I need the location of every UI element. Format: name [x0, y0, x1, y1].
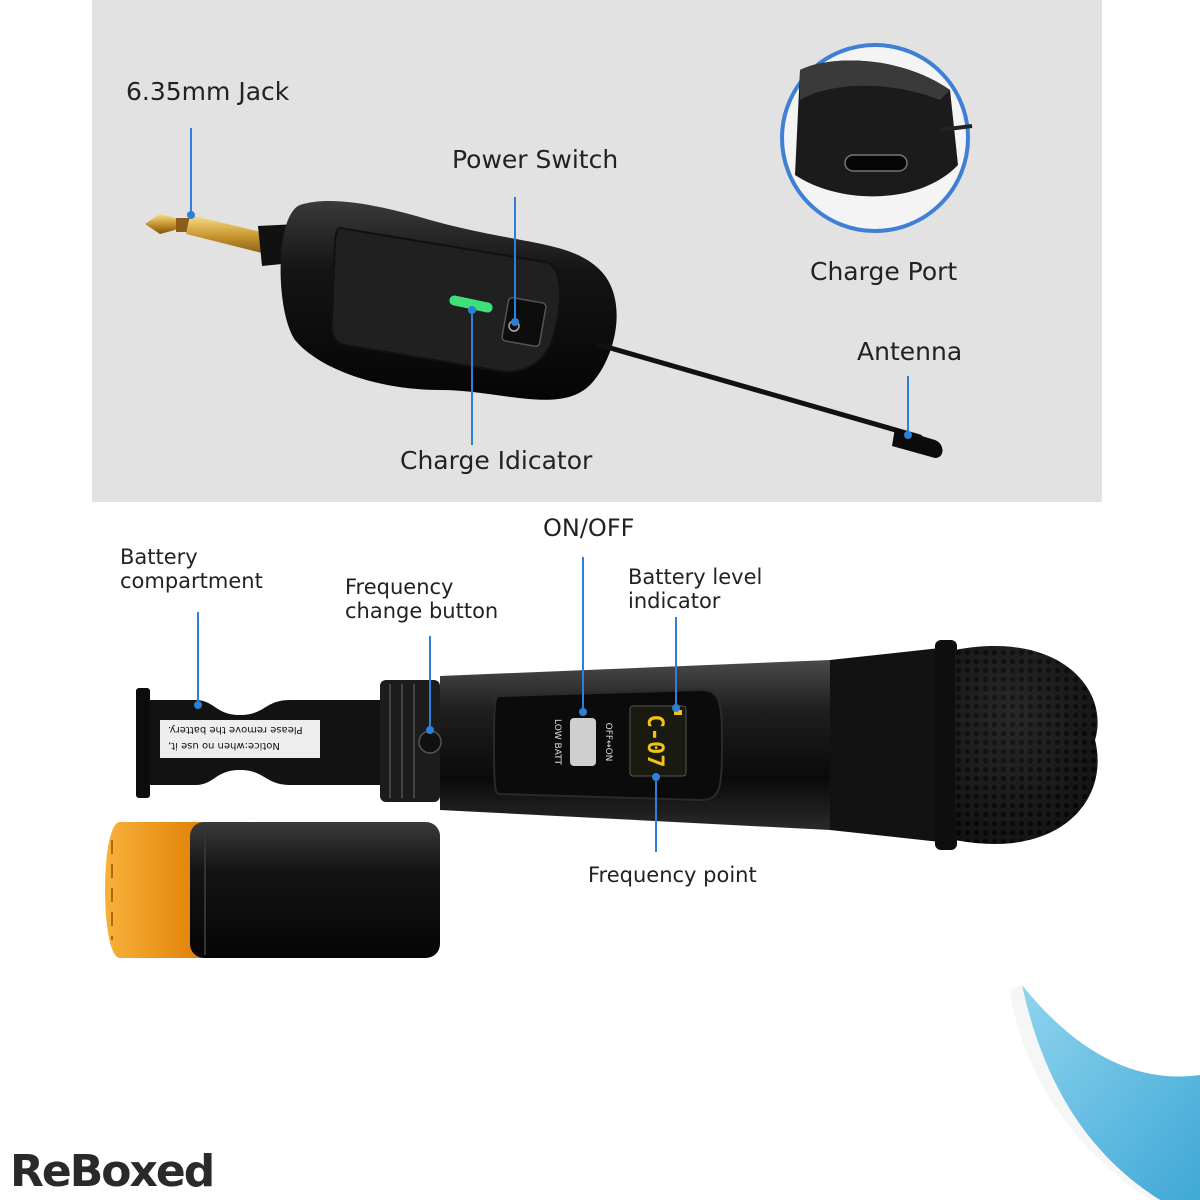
frequency-point-label: Frequency point	[588, 863, 757, 887]
battery-cap-tube	[105, 822, 440, 958]
receiver-body	[280, 200, 617, 400]
battery-compartment: Notice:when no use it, Please remove the…	[136, 688, 385, 798]
battery-notice-line1: Notice:when no use it,	[168, 740, 280, 751]
battery-compartment-label: Battery compartment	[120, 545, 263, 593]
antenna-wire	[597, 342, 923, 440]
frequency-change-button	[418, 730, 442, 754]
microphone-pointer-lines	[194, 557, 680, 852]
antenna-tip	[892, 428, 943, 458]
switch-label: OFF↔ON	[603, 723, 613, 762]
jack-plug	[145, 214, 302, 266]
control-panel: OFF↔ON LOW BATT C-07	[492, 688, 724, 802]
lcd-readout: C-07	[642, 715, 667, 768]
antenna-label: Antenna	[857, 337, 963, 366]
charge-indicator-label: Charge Idicator	[400, 446, 593, 475]
low-batt-label: LOW BATT	[552, 719, 562, 766]
power-switch-label: Power Switch	[452, 145, 619, 174]
on-off-label: ON/OFF	[543, 514, 635, 542]
power-switch	[501, 296, 547, 348]
battery-notice-line2: Please remove the battery.	[168, 724, 303, 735]
charge-indicator-light	[449, 295, 493, 313]
charge-port-inset	[780, 43, 973, 233]
receiver-pointer-lines	[187, 128, 912, 445]
page-curl-corner	[1010, 985, 1200, 1200]
jack-label: 6.35mm Jack	[126, 77, 290, 106]
on-off-switch	[570, 718, 596, 766]
reboxed-logo: ReBoxed	[10, 1146, 215, 1197]
microphone-body	[380, 640, 1098, 850]
frequency-change-button-label: Frequency change button	[345, 575, 499, 623]
battery-level-indicator-label: Battery level indicator	[628, 565, 763, 613]
charge-port-label: Charge Port	[810, 257, 958, 286]
